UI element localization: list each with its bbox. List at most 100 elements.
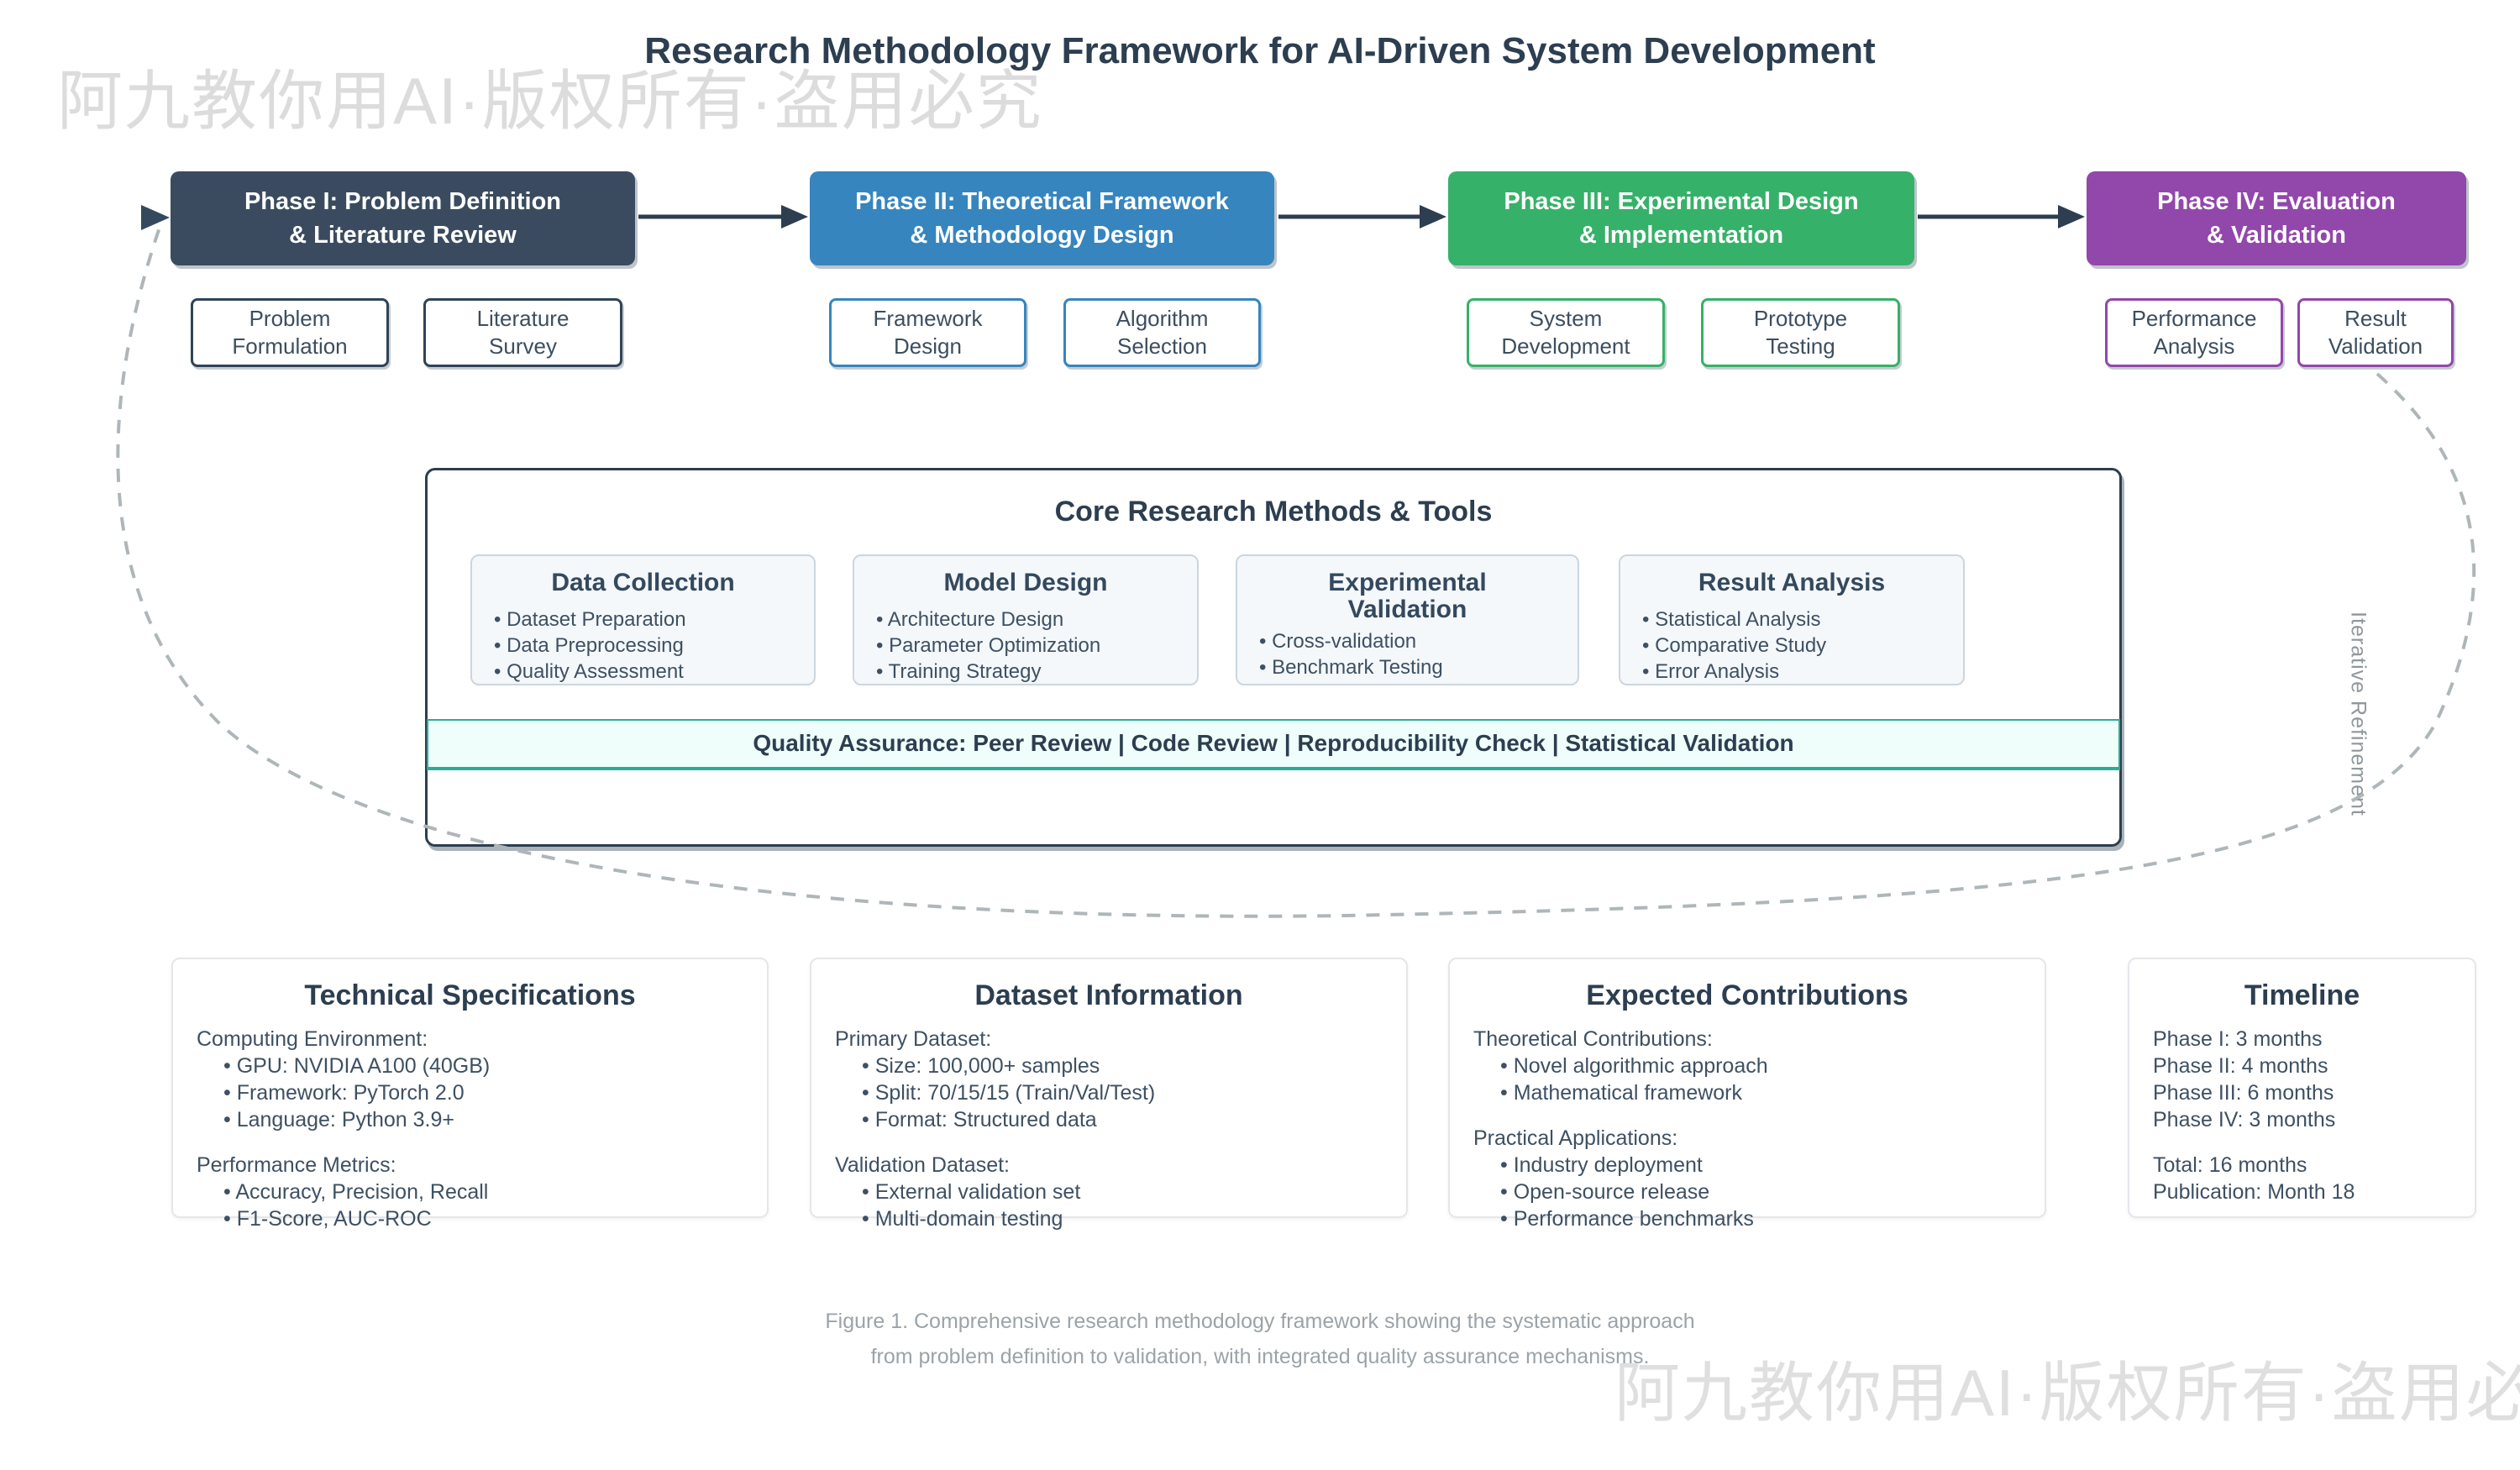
subtask-label: System	[1529, 306, 1603, 331]
quality-assurance-bar: Quality Assurance: Peer Review | Code Re…	[427, 719, 2120, 770]
info-box-expected-contributions: Expected Contributions Theoretical Contr…	[1448, 958, 2046, 1231]
subtask-label: Analysis	[2153, 333, 2235, 359]
bullet-item: GPU: NVIDIA A100 (40GB)	[223, 1053, 767, 1079]
method-card-result-analysis: Result Analysis Statistical Analysis Com…	[1619, 554, 1965, 685]
info-box-title: Expected Contributions	[1586, 979, 1908, 1011]
bullet-item: Error Analysis	[1642, 659, 1963, 684]
bullet-item: Performance benchmarks	[1500, 1205, 2045, 1232]
section-bullets: Accuracy, Precision, Recall F1-Score, AU…	[197, 1179, 767, 1232]
section-heading: Theoretical Contributions:	[1473, 1027, 1713, 1051]
subtask-literature-survey: Literature Survey	[423, 298, 622, 367]
info-box-title: Technical Specifications	[304, 979, 636, 1011]
subtask-label: Performance	[2131, 306, 2257, 331]
info-box-body: Theoretical Contributions: Novel algorit…	[1473, 1026, 2045, 1232]
bullet-item: F1-Score, AUC-ROC	[223, 1205, 767, 1232]
bullet-item: Accuracy, Precision, Recall	[223, 1179, 767, 1205]
method-card-experimental-validation: Experimental Validation Cross-validation…	[1236, 554, 1579, 685]
card-title-line1: Experimental	[1328, 569, 1487, 596]
section-bullets: Size: 100,000+ samples Split: 70/15/15 (…	[835, 1053, 1406, 1133]
info-box-timeline: Timeline Phase I: 3 months Phase II: 4 m…	[2128, 958, 2476, 1218]
info-box-technical-specifications: Technical Specifications Computing Envir…	[171, 958, 769, 1231]
timeline-line: Phase III: 6 months	[2153, 1081, 2334, 1105]
info-box-dataset-information: Dataset Information Primary Dataset: Siz…	[810, 958, 1408, 1231]
bullet-item: Comparative Study	[1642, 633, 1963, 659]
card-title: Result Analysis	[1698, 569, 1886, 596]
bullet-item: Statistical Analysis	[1642, 606, 1963, 633]
section-bullets: Industry deployment Open-source release …	[1473, 1152, 2045, 1232]
subtask-label: Framework	[873, 306, 983, 331]
card-title: Model Design	[943, 569, 1108, 596]
bullet-item: Architecture Design	[876, 606, 1197, 633]
card-bullet-list: Cross-validation Benchmark Testing	[1259, 628, 1578, 680]
subtask-system-development: System Development	[1467, 298, 1665, 367]
subtask-label: Algorithm	[1116, 306, 1209, 331]
card-title: Data Collection	[551, 569, 735, 596]
bullet-item: Benchmark Testing	[1259, 654, 1578, 680]
phase-2-title-line2: & Methodology Design	[910, 222, 1174, 249]
bullet-item: Industry deployment	[1500, 1152, 2045, 1179]
info-box-title: Dataset Information	[974, 979, 1243, 1011]
section-heading: Computing Environment:	[197, 1027, 428, 1051]
subtask-label: Result	[2344, 306, 2407, 331]
info-box-body: Phase I: 3 months Phase II: 4 months Pha…	[2153, 1026, 2475, 1205]
phase-3-title-line1: Phase III: Experimental Design	[1504, 188, 1859, 215]
subtask-label: Validation	[2328, 333, 2423, 359]
spacer	[2153, 1133, 2475, 1152]
phase-arrow-1	[638, 205, 808, 228]
bullet-item: Format: Structured data	[862, 1106, 1406, 1133]
watermark-top-left: 阿九教你用AI·版权所有·盗用必究	[57, 64, 1043, 138]
bullet-item: Parameter Optimization	[876, 633, 1197, 659]
phase-3-title-line2: & Implementation	[1578, 222, 1784, 249]
section-bullets: External validation set Multi-domain tes…	[835, 1179, 1406, 1232]
bullet-item: Novel algorithmic approach	[1500, 1053, 2045, 1079]
figure-caption: Figure 1. Comprehensive research methodo…	[0, 1304, 2520, 1374]
card-bullet-list: Statistical Analysis Comparative Study E…	[1642, 606, 1963, 684]
bullet-item: Multi-domain testing	[862, 1205, 1406, 1232]
timeline-total: Total: 16 months	[2153, 1153, 2307, 1177]
section-heading: Performance Metrics:	[197, 1153, 396, 1177]
subtask-label: Literature	[476, 306, 570, 331]
timeline-line: Phase I: 3 months	[2153, 1027, 2323, 1051]
info-box-body: Primary Dataset: Size: 100,000+ samples …	[835, 1026, 1406, 1232]
info-box-title: Timeline	[2244, 979, 2360, 1011]
subtask-problem-formulation: Problem Formulation	[191, 298, 389, 367]
subtask-label: Selection	[1117, 333, 1207, 359]
bullet-item: Mathematical framework	[1500, 1079, 2045, 1106]
card-title: Experimental Validation	[1237, 570, 1578, 623]
phase-2-title-line1: Phase II: Theoretical Framework	[855, 188, 1229, 215]
card-bullet-list: Architecture Design Parameter Optimizati…	[876, 606, 1197, 684]
subtask-label: Development	[1501, 333, 1630, 359]
loop-arrowhead	[141, 205, 170, 230]
phase-1-title-line1: Phase I: Problem Definition	[244, 188, 562, 215]
card-title-line2: Validation	[1347, 596, 1467, 623]
subtask-label: Problem	[249, 306, 331, 331]
subtask-framework-design: Framework Design	[829, 298, 1026, 367]
subtask-label: Testing	[1766, 333, 1835, 359]
subtask-prototype-testing: Prototype Testing	[1701, 298, 1900, 367]
timeline-line: Phase IV: 3 months	[2153, 1108, 2336, 1131]
figure-caption-line1: Figure 1. Comprehensive research methodo…	[825, 1310, 1695, 1333]
timeline-line: Phase II: 4 months	[2153, 1054, 2328, 1078]
watermark-bottom-right: 阿九教你用AI·版权所有·盗用必究	[1614, 1356, 2520, 1430]
section-heading: Validation Dataset:	[835, 1153, 1010, 1177]
subtask-label: Formulation	[232, 333, 348, 359]
figure-caption-line2: from problem definition to validation, w…	[870, 1345, 1650, 1368]
section-heading: Practical Applications:	[1473, 1126, 1678, 1150]
bullet-item: Dataset Preparation	[494, 606, 814, 633]
method-card-model-design: Model Design Architecture Design Paramet…	[853, 554, 1199, 685]
method-card-data-collection: Data Collection Dataset Preparation Data…	[470, 554, 816, 685]
phase-2-box: Phase II: Theoretical Framework & Method…	[810, 171, 1274, 265]
bullet-item: Quality Assessment	[494, 659, 814, 684]
phase-arrow-2	[1278, 205, 1446, 228]
subtask-result-validation: Result Validation	[2297, 298, 2454, 367]
timeline-publication: Publication: Month 18	[2153, 1180, 2355, 1204]
phase-4-title-line2: & Validation	[2207, 222, 2346, 249]
phase-3-box: Phase III: Experimental Design & Impleme…	[1448, 171, 1914, 265]
page-title: Research Methodology Framework for AI-Dr…	[644, 30, 1876, 71]
bullet-item: Split: 70/15/15 (Train/Val/Test)	[862, 1079, 1406, 1106]
phase-1-title-line2: & Literature Review	[289, 222, 517, 249]
bullet-item: Training Strategy	[876, 659, 1197, 684]
subtask-algorithm-selection: Algorithm Selection	[1063, 298, 1261, 367]
subtask-performance-analysis: Performance Analysis	[2105, 298, 2283, 367]
